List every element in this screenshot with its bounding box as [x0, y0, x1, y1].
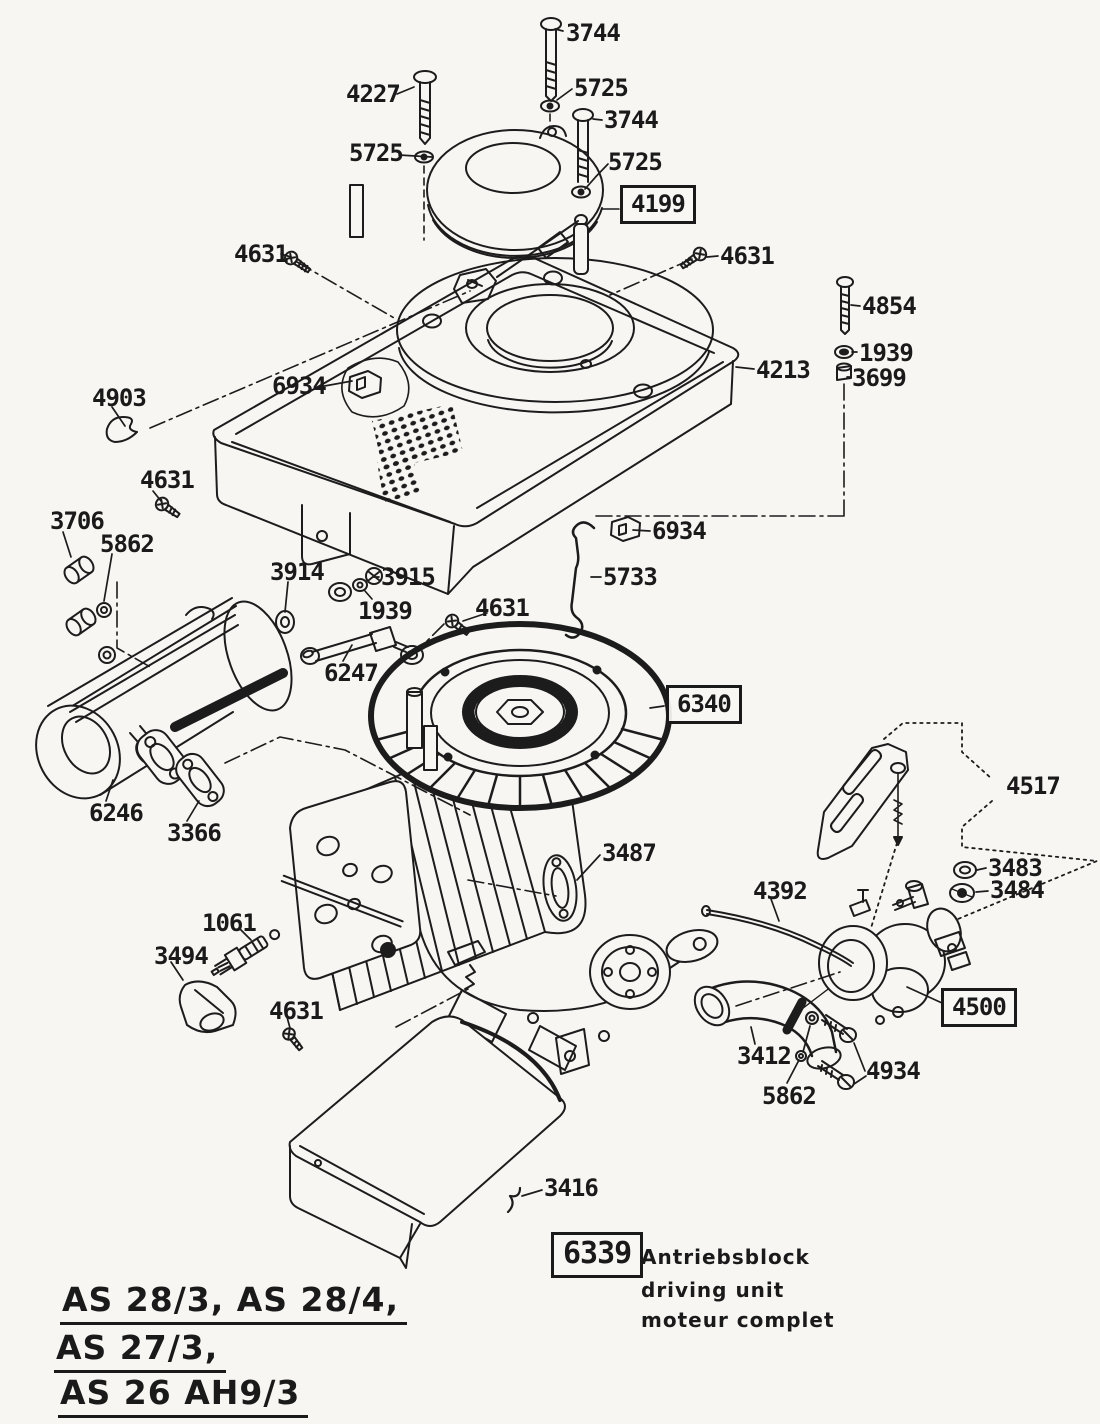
part-label-1939: 1939 — [859, 339, 914, 367]
part-label-4854: 4854 — [862, 292, 917, 320]
assembly-ref-4500: 4500 — [941, 988, 1017, 1027]
part-label-4392: 4392 — [753, 877, 808, 905]
part-label-4517: 4517 — [1006, 772, 1061, 800]
spring-clip-4903 — [105, 416, 138, 443]
assembly-ref-6339: 6339 — [551, 1232, 644, 1278]
part-label-5725: 5725 — [349, 139, 404, 167]
model-designation-2: AS 27/3, — [54, 1331, 227, 1373]
center-lines — [116, 208, 845, 1028]
air-duct — [288, 1015, 566, 1269]
part-label-6934: 6934 — [272, 372, 327, 400]
muffler — [35, 597, 293, 800]
part-label-5725: 5725 — [574, 74, 629, 102]
part-label-3487: 3487 — [602, 839, 657, 867]
legend-line-fr: moteur complet — [641, 1308, 835, 1332]
model-designation-3: AS 26 AH9/3 — [58, 1376, 309, 1418]
part-label-3484: 3484 — [990, 876, 1045, 904]
stop-wire-5733 — [564, 521, 596, 639]
part-label-1061: 1061 — [202, 909, 257, 937]
flywheel-fan — [368, 621, 672, 811]
part-label-6934: 6934 — [652, 517, 707, 545]
legend-line-en: driving unit — [641, 1278, 785, 1302]
screw-4631-bottom — [282, 1027, 304, 1052]
starter-cup — [426, 125, 604, 304]
blower-housing — [212, 184, 740, 595]
part-label-3915: 3915 — [381, 563, 436, 591]
part-label-4631: 4631 — [234, 240, 289, 268]
assembly-ref-4199: 4199 — [620, 185, 696, 224]
washers-3483-3484 — [949, 861, 977, 903]
part-label-3494: 3494 — [154, 942, 209, 970]
part-label-3744: 3744 — [566, 19, 621, 47]
filter-bracket-4517 — [816, 743, 909, 860]
part-label-5862: 5862 — [100, 530, 155, 558]
muffler-heat-shield — [280, 780, 422, 980]
part-label-4213: 4213 — [756, 356, 811, 384]
leader-lines — [62, 28, 989, 1197]
plug-boot-3494 — [178, 980, 237, 1034]
part-label-5733: 5733 — [603, 563, 658, 591]
top-screws — [283, 17, 854, 381]
carburetor — [818, 880, 971, 1025]
part-label-4631: 4631 — [140, 466, 195, 494]
part-label-3412: 3412 — [737, 1042, 792, 1070]
part-label-6246: 6246 — [89, 799, 144, 827]
part-label-4631: 4631 — [720, 242, 775, 270]
part-label-1939: 1939 — [358, 597, 413, 625]
governor-link — [275, 567, 470, 665]
assembly-ref-6340: 6340 — [666, 685, 742, 724]
wire-clip-6934 — [610, 516, 641, 542]
bolts-4934 — [795, 1011, 857, 1090]
part-label-5725: 5725 — [608, 148, 663, 176]
model-designation-1: AS 28/3, AS 28/4, — [60, 1283, 408, 1325]
spark-plug — [210, 929, 281, 977]
part-label-5862: 5862 — [762, 1082, 817, 1110]
part-label-4631: 4631 — [475, 594, 530, 622]
throttle-rod-4392 — [701, 905, 854, 967]
part-label-3699: 3699 — [852, 364, 907, 392]
part-label-4631: 4631 — [269, 997, 324, 1025]
legend-line-de: Antriebsblock — [641, 1245, 810, 1269]
part-label-3416: 3416 — [544, 1174, 599, 1202]
exhaust-gasket-3366 — [175, 752, 225, 808]
group-lines-4517 — [870, 722, 1098, 929]
head-gasket-3487 — [542, 854, 578, 922]
part-label-4934: 4934 — [866, 1057, 921, 1085]
spacers-3706 — [63, 496, 181, 664]
part-label-4903: 4903 — [92, 384, 147, 412]
part-label-3483: 3483 — [988, 854, 1043, 882]
part-label-6247: 6247 — [324, 659, 379, 687]
part-label-3744: 3744 — [604, 106, 659, 134]
part-label-4227: 4227 — [346, 80, 401, 108]
part-label-3914: 3914 — [270, 558, 325, 586]
part-label-3366: 3366 — [167, 819, 222, 847]
crankshaft-pulley — [589, 929, 719, 1010]
part-label-3706: 3706 — [50, 507, 105, 535]
